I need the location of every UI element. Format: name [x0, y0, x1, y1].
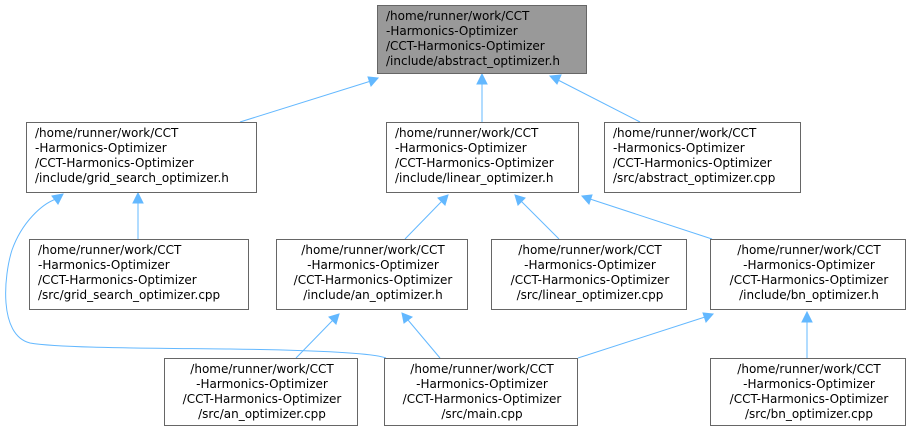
node-path-line: /home/runner/work/CCT: [737, 243, 881, 257]
node-an-optimizer-cpp[interactable]: /home/runner/work/CCT -Harmonics-Optimiz…: [164, 358, 358, 426]
node-abstract-optimizer-cpp[interactable]: /home/runner/work/CCT -Harmonics-Optimiz…: [604, 122, 801, 193]
edge-main-cpp-to-an-h: [407, 319, 441, 359]
node-path-line: /src/main.cpp: [441, 407, 523, 421]
node-an-optimizer-h[interactable]: /home/runner/work/CCT -Harmonics-Optimiz…: [276, 239, 468, 310]
node-path-line: /CCT-Harmonics-Optimizer: [38, 273, 197, 287]
node-path-line: /home/runner/work/CCT: [190, 362, 334, 376]
edge-arrowhead: [702, 312, 715, 323]
node-path-line: /CCT-Harmonics-Optimizer: [510, 273, 670, 287]
edge-main-cpp-to-bn-h: [577, 316, 706, 359]
node-path-line: -Harmonics-Optimizer: [386, 24, 518, 38]
node-path-line: /CCT-Harmonics-Optimizer: [182, 392, 342, 406]
node-path-line: /include/abstract_optimizer.h: [386, 54, 561, 68]
edge-arrowhead: [401, 312, 414, 324]
node-path-line: -Harmonics-Optimizer: [38, 258, 170, 272]
node-path-line: /home/runner/work/CCT: [35, 126, 179, 140]
edge-arrowhead: [328, 313, 340, 325]
node-path-line: -Harmonics-Optimizer: [613, 141, 745, 155]
node-path-line: /CCT-Harmonics-Optimizer: [613, 156, 772, 170]
node-path-line: /src/bn_optimizer.cpp: [744, 407, 873, 421]
node-abstract-optimizer-h[interactable]: /home/runner/work/CCT -Harmonics-Optimiz…: [377, 5, 587, 74]
node-path-line: /src/grid_search_optimizer.cpp: [38, 288, 221, 302]
node-path-line: /home/runner/work/CCT: [301, 243, 445, 257]
edge-bn-h-to-linear-h: [589, 198, 713, 240]
node-path-line: /home/runner/work/CCT: [518, 243, 662, 257]
edge-arrowhead: [132, 191, 144, 204]
edge-arrowhead: [801, 310, 813, 323]
node-path-line: /home/runner/work/CCT: [410, 362, 554, 376]
edge-arrowhead: [476, 72, 488, 85]
edge-an-h-to-linear-h: [404, 200, 443, 240]
node-grid-search-optimizer-cpp[interactable]: /home/runner/work/CCT -Harmonics-Optimiz…: [29, 239, 249, 310]
edge-grid-h-to-abstract-h: [239, 80, 372, 123]
node-main-cpp[interactable]: /home/runner/work/CCT -Harmonics-Optimiz…: [384, 358, 578, 426]
node-linear-optimizer-h[interactable]: /home/runner/work/CCT -Harmonics-Optimiz…: [386, 122, 579, 193]
node-path-line: /include/grid_search_optimizer.h: [35, 171, 229, 185]
edge-arrowhead: [514, 194, 526, 206]
node-path-line: /CCT-Harmonics-Optimizer: [35, 156, 194, 170]
node-path-line: /CCT-Harmonics-Optimizer: [395, 156, 554, 170]
node-path-line: /CCT-Harmonics-Optimizer: [293, 273, 453, 287]
node-path-line: /include/linear_optimizer.h: [395, 171, 554, 185]
node-path-line: /CCT-Harmonics-Optimizer: [729, 273, 889, 287]
node-path-line: /CCT-Harmonics-Optimizer: [729, 392, 889, 406]
node-path-line: /home/runner/work/CCT: [386, 9, 530, 23]
node-path-line: /home/runner/work/CCT: [613, 126, 757, 140]
edge-linear-cpp-to-linear-h: [520, 200, 560, 240]
node-path-line: /src/linear_optimizer.cpp: [516, 288, 664, 302]
node-path-line: /home/runner/work/CCT: [38, 243, 182, 257]
node-path-line: /home/runner/work/CCT: [737, 362, 881, 376]
edge-an-cpp-to-an-h: [295, 319, 334, 359]
node-path-line: /src/an_optimizer.cpp: [198, 407, 326, 421]
node-path-line: /include/an_optimizer.h: [303, 288, 443, 302]
node-path-line: -Harmonics-Optimizer: [35, 141, 167, 155]
node-path-line: /CCT-Harmonics-Optimizer: [386, 39, 545, 53]
node-path-line: -Harmonics-Optimizer: [743, 258, 875, 272]
node-path-line: -Harmonics-Optimizer: [743, 377, 875, 391]
node-path-line: -Harmonics-Optimizer: [524, 258, 656, 272]
node-bn-optimizer-h[interactable]: /home/runner/work/CCT -Harmonics-Optimiz…: [710, 239, 906, 310]
edge-arrowhead: [51, 193, 64, 205]
edge-arrowhead: [580, 194, 593, 205]
node-path-line: -Harmonics-Optimizer: [416, 377, 548, 391]
node-path-line: /home/runner/work/CCT: [395, 126, 539, 140]
node-path-line: -Harmonics-Optimizer: [196, 377, 328, 391]
edge-abstract-cpp-to-abstract-h: [557, 79, 641, 123]
node-path-line: /include/bn_optimizer.h: [739, 288, 879, 302]
node-bn-optimizer-cpp[interactable]: /home/runner/work/CCT -Harmonics-Optimiz…: [710, 358, 906, 426]
edge-arrowhead: [437, 194, 449, 206]
edge-arrowhead: [548, 74, 562, 85]
node-grid-search-optimizer-h[interactable]: /home/runner/work/CCT -Harmonics-Optimiz…: [26, 122, 257, 193]
node-linear-optimizer-cpp[interactable]: /home/runner/work/CCT -Harmonics-Optimiz…: [491, 239, 687, 310]
edge-arrowhead: [367, 76, 380, 87]
node-path-line: /src/abstract_optimizer.cpp: [613, 171, 776, 185]
node-path-line: /CCT-Harmonics-Optimizer: [402, 392, 562, 406]
node-path-line: -Harmonics-Optimizer: [395, 141, 527, 155]
node-path-line: -Harmonics-Optimizer: [307, 258, 439, 272]
